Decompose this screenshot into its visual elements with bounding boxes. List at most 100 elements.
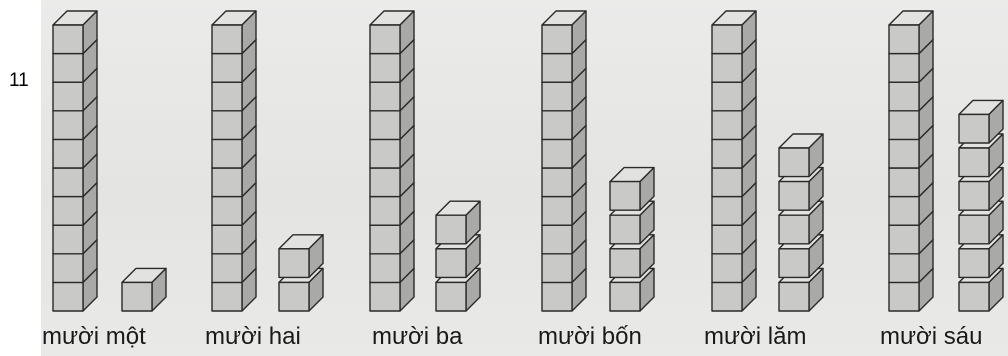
cube-front-face (712, 54, 742, 83)
cube-front-face (712, 82, 742, 111)
cube-front-face (212, 225, 242, 254)
cube-front-face (370, 82, 400, 111)
ten-rod (889, 11, 933, 311)
cube-front-face (53, 54, 83, 83)
cube-front-face (889, 197, 919, 226)
cube-front-face (542, 25, 572, 54)
cube-front-face (959, 215, 989, 244)
cube-front-face (959, 148, 989, 177)
cube-front-face (889, 111, 919, 140)
cube-front-face (712, 111, 742, 140)
ten-rod (53, 11, 97, 311)
cube-front-face (610, 215, 640, 244)
cube-front-face (53, 254, 83, 283)
cube-front-face (212, 82, 242, 111)
cube-front-face (53, 197, 83, 226)
cube-front-face (53, 111, 83, 140)
cube-front-face (370, 254, 400, 283)
cube-front-face (212, 197, 242, 226)
cube-front-face (889, 168, 919, 197)
cube-front-face (53, 25, 83, 54)
cube-front-face (712, 254, 742, 283)
cube-front-face (370, 25, 400, 54)
cube-front-face (959, 249, 989, 278)
label-group-5: mười lăm (704, 322, 806, 352)
number-group-5 (712, 11, 823, 311)
cube-front-face (53, 168, 83, 197)
cube-front-face (610, 249, 640, 278)
cube-front-face (889, 139, 919, 168)
label-group-2: mười hai (205, 322, 301, 352)
cube-front-face (889, 282, 919, 311)
ten-rod (542, 11, 586, 311)
cube-front-face (712, 168, 742, 197)
cube-front-face (279, 282, 309, 311)
cube-front-face (542, 111, 572, 140)
label-group-3: mười ba (372, 322, 463, 352)
cube-front-face (212, 139, 242, 168)
cube-front-face (212, 111, 242, 140)
cube-front-face (212, 25, 242, 54)
label-group-6: mười sáu (880, 322, 983, 352)
cube-front-face (212, 54, 242, 83)
number-group-6 (889, 11, 1003, 311)
cube-front-face (889, 225, 919, 254)
cube-front-face (779, 249, 809, 278)
cube-front-face (370, 225, 400, 254)
ten-rod (712, 11, 756, 311)
cube-front-face (779, 148, 809, 177)
cube-front-face (712, 225, 742, 254)
cube-front-face (436, 249, 466, 278)
cube-front-face (959, 114, 989, 143)
cube-front-face (889, 254, 919, 283)
cube-front-face (212, 168, 242, 197)
cube-front-face (610, 182, 640, 211)
cube-front-face (53, 82, 83, 111)
cube-front-face (53, 282, 83, 311)
cube-front-face (542, 282, 572, 311)
cube-front-face (542, 197, 572, 226)
cube-front-face (712, 25, 742, 54)
number-group-1 (53, 11, 166, 311)
cube-front-face (889, 82, 919, 111)
cube-front-face (436, 215, 466, 244)
cube-front-face (370, 111, 400, 140)
cube-front-face (542, 82, 572, 111)
label-group-1: mười một (42, 322, 146, 352)
number-group-2 (212, 11, 323, 311)
cube-front-face (53, 225, 83, 254)
ten-rod (370, 11, 414, 311)
unit-cube (122, 268, 166, 311)
cube-front-face (542, 54, 572, 83)
cube-front-face (542, 225, 572, 254)
cube-front-face (542, 254, 572, 283)
cube-front-face (279, 249, 309, 278)
number-group-3 (370, 11, 480, 311)
cube-front-face (370, 282, 400, 311)
ten-rod (212, 11, 256, 311)
cube-front-face (212, 282, 242, 311)
cube-front-face (542, 139, 572, 168)
label-group-4: mười bốn (538, 322, 642, 352)
cube-front-face (779, 282, 809, 311)
cube-front-face (610, 282, 640, 311)
cube-front-face (889, 25, 919, 54)
cube-front-face (712, 282, 742, 311)
cube-front-face (436, 282, 466, 311)
cube-front-face (370, 54, 400, 83)
cube-front-face (370, 139, 400, 168)
cube-front-face (212, 254, 242, 283)
cube-front-face (712, 139, 742, 168)
cube-front-face (959, 182, 989, 211)
cube-front-face (779, 215, 809, 244)
cube-front-face (370, 168, 400, 197)
cube-front-face (712, 197, 742, 226)
cube-front-face (959, 282, 989, 311)
cube-front-face (889, 54, 919, 83)
cube-front-face (370, 197, 400, 226)
number-group-4 (542, 11, 654, 311)
cube-front-face (53, 139, 83, 168)
cube-front-face (122, 282, 152, 311)
